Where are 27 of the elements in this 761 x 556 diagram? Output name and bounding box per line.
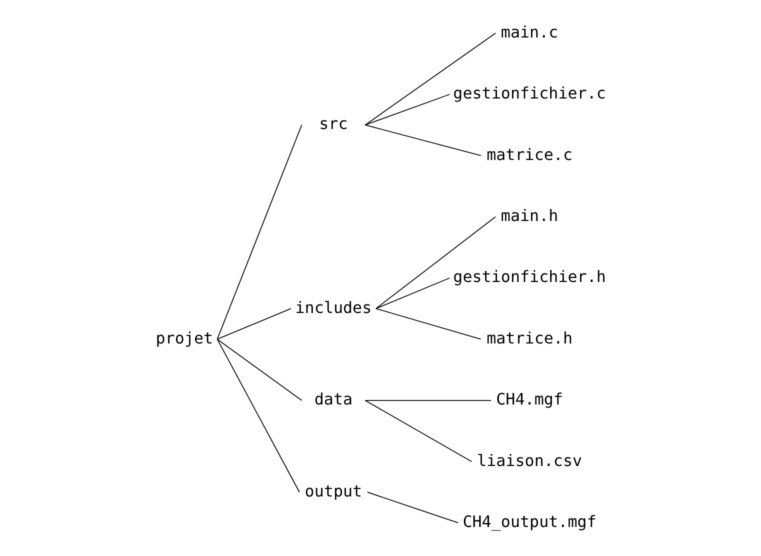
- node-text: gestionfichier.c: [453, 84, 606, 103]
- connector: [216, 124, 302, 340]
- node-text: liaison.csv: [477, 450, 582, 470]
- connector: [216, 338, 302, 401]
- node-text: projet: [156, 328, 214, 348]
- node-text: main.h: [500, 206, 558, 225]
- connector: [376, 308, 482, 340]
- connector: [216, 338, 300, 493]
- connector: [364, 94, 450, 126]
- node-text: includes: [295, 298, 372, 317]
- connector: [376, 278, 450, 310]
- connector: [364, 400, 492, 401]
- connector: [364, 32, 496, 126]
- node-text: src: [319, 114, 348, 134]
- connector: [376, 216, 496, 310]
- node-text: CH4_output.mgf: [462, 512, 596, 532]
- connector: [367, 492, 459, 524]
- node-text: CH4.mgf: [496, 390, 563, 409]
- connector: [364, 400, 472, 462]
- node-text: output: [304, 481, 362, 500]
- connector: [216, 308, 292, 340]
- connector: [364, 124, 482, 156]
- node-text: matrice.h: [486, 328, 573, 348]
- node-text: main.c: [500, 22, 558, 42]
- node-text: data: [314, 390, 353, 409]
- node-text: gestionfichier.h: [453, 267, 606, 286]
- node-text: matrice.c: [486, 144, 573, 164]
